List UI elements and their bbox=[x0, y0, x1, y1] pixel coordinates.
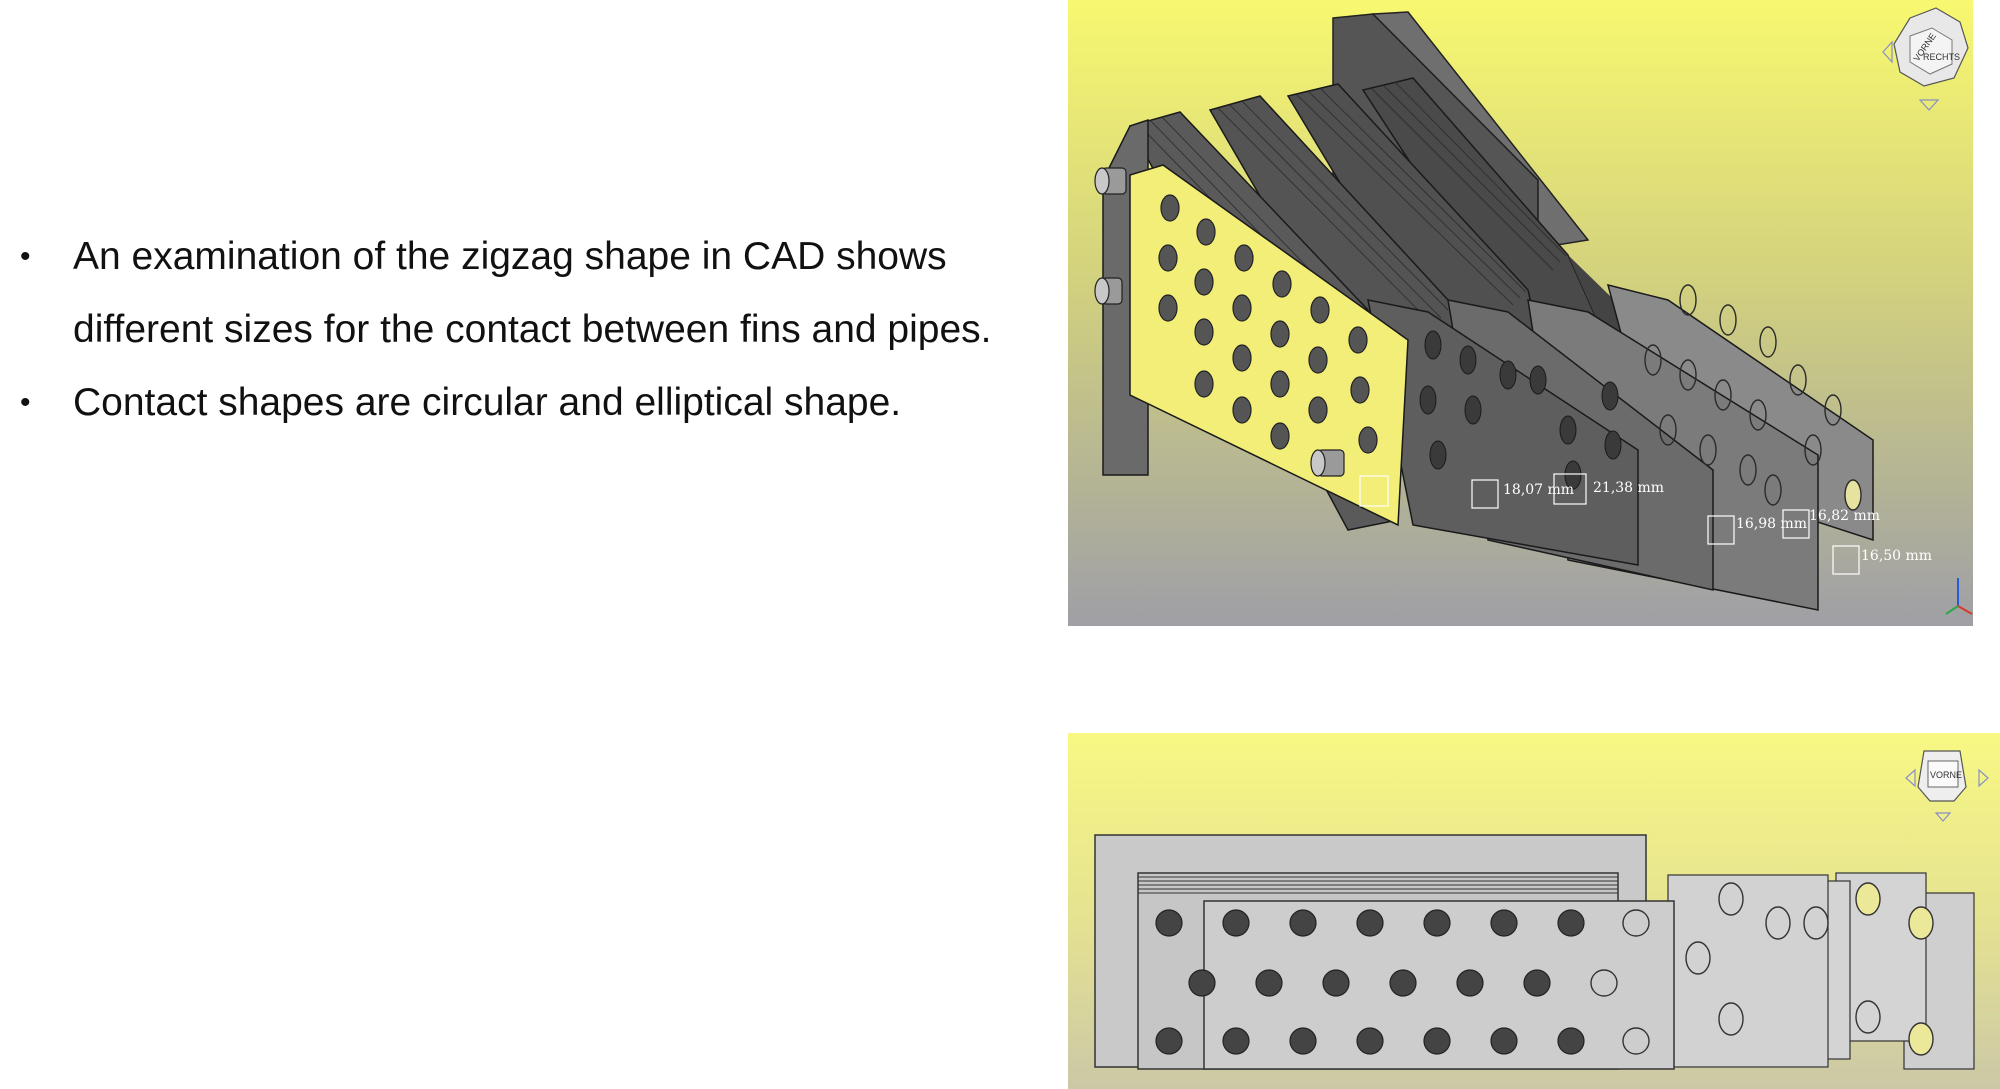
grey-plate-holes-outline bbox=[1644, 284, 1862, 511]
bullet-list: • An examination of the zigzag shape in … bbox=[20, 220, 1020, 439]
axis-triad-icon bbox=[1945, 578, 1973, 615]
dimension-label: 18,07 mm bbox=[1503, 482, 1574, 498]
bullet-item: • Contact shapes are circular and ellipt… bbox=[20, 366, 1020, 439]
side-plate bbox=[1667, 874, 1829, 1068]
fin-lines bbox=[1138, 876, 1618, 894]
front-yellow-plate bbox=[1129, 164, 1409, 527]
yellow-plate-holes bbox=[1158, 194, 1378, 454]
cad-isometric-drawing: 18,07 mm 21,38 mm 16,98 mm 16,82 mm 16,5… bbox=[1094, 7, 1973, 615]
bullet-text: Contact shapes are circular and elliptic… bbox=[73, 381, 902, 424]
grey-plate-holes-dark bbox=[1419, 330, 1622, 490]
bullet-dot-icon: • bbox=[20, 240, 31, 273]
cad-front-view[interactable]: VORNE bbox=[1068, 733, 2000, 1089]
back-angle-flange bbox=[1371, 11, 1590, 249]
front-plate-holes bbox=[1155, 909, 1585, 1055]
plate-2 bbox=[1367, 299, 1639, 566]
nav-cube-label: RECHTS bbox=[1923, 52, 1960, 62]
dimension-label: 16,82 mm bbox=[1809, 508, 1880, 524]
cad-front-drawing: VORNE bbox=[1094, 750, 1989, 1070]
plate-outline-holes bbox=[1590, 882, 1934, 1056]
side-plate bbox=[1835, 872, 1927, 1042]
dimension-label: 21,38 mm bbox=[1593, 480, 1664, 496]
bullet-item: • An examination of the zigzag shape in … bbox=[20, 220, 1020, 366]
dimension-label: 16,98 mm bbox=[1736, 516, 1807, 532]
pipe-stubs bbox=[1094, 167, 1345, 477]
dimension-markers bbox=[1359, 473, 1860, 575]
bullet-dot-icon: • bbox=[20, 386, 31, 419]
nav-cube-label: VORNE bbox=[1930, 770, 1962, 780]
dimension-label: 16,50 mm bbox=[1861, 548, 1932, 564]
nav-cube-icon[interactable]: VORNE bbox=[1905, 750, 1989, 822]
bullet-text: An examination of the zigzag shape in CA… bbox=[73, 235, 992, 351]
cad-isometric-view[interactable]: 18,07 mm 21,38 mm 16,98 mm 16,82 mm 16,5… bbox=[1068, 0, 1973, 626]
nav-cube-icon[interactable]: VORNE RECHTS bbox=[1882, 7, 1969, 111]
